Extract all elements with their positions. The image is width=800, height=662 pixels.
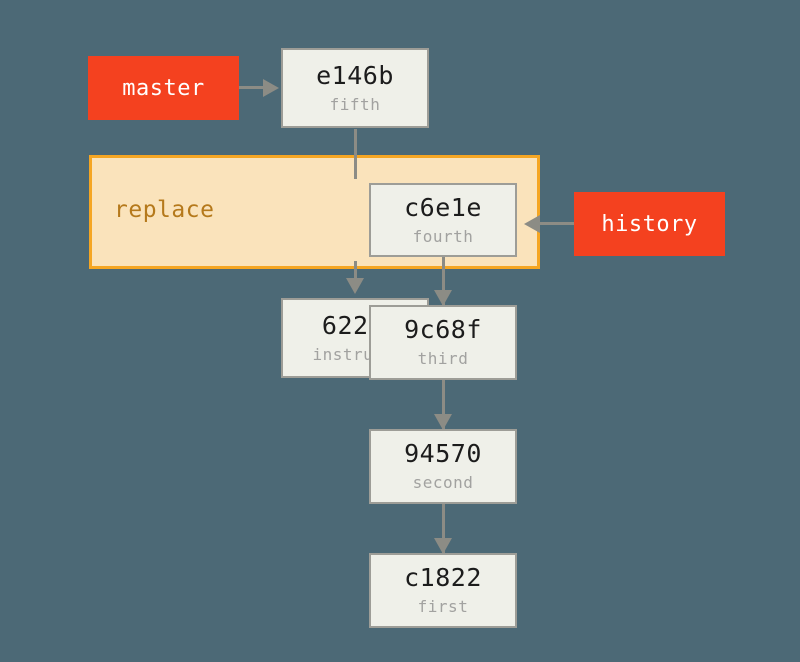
connector-e146b-to-81a7 xyxy=(354,129,357,179)
connector-c6e1e-to-9c68f xyxy=(442,256,445,308)
connector-81a7-to-622e xyxy=(354,261,357,289)
connector-9c68f-to-94570 xyxy=(442,380,445,430)
commit-message-94570: second xyxy=(412,473,474,493)
commit-sha-e146b: e146b xyxy=(316,60,394,90)
commit-sha-9c68f: 9c68f xyxy=(404,315,482,345)
commit-sha-94570: 94570 xyxy=(404,439,482,469)
arrowhead-history-to-replace xyxy=(524,215,540,233)
arrowhead-94570-to-c1822 xyxy=(434,538,452,554)
commit-message-c6e1e: fourth xyxy=(412,226,474,246)
connector-history-to-replace xyxy=(540,222,574,225)
arrowhead-9c68f-to-94570 xyxy=(434,414,452,430)
replace-group-label: replace xyxy=(114,197,215,223)
commit-message-9c68f: third xyxy=(417,349,469,369)
commit-node-c1822[interactable]: c1822 first xyxy=(369,553,517,628)
commit-message-e146b: fifth xyxy=(329,94,381,114)
arrowhead-c6e1e-to-9c68f xyxy=(434,290,452,306)
history-ref-box[interactable]: history xyxy=(574,192,725,256)
master-ref-label: master xyxy=(122,75,205,101)
commit-node-9c68f[interactable]: 9c68f third xyxy=(369,305,517,380)
commit-sha-c6e1e: c6e1e xyxy=(404,192,482,222)
commit-message-c1822: first xyxy=(417,597,469,617)
history-ref-label: history xyxy=(601,211,698,237)
arrowhead-master-to-e146b xyxy=(263,79,279,97)
arrowhead-81a7-to-622e xyxy=(346,278,364,294)
master-ref-box[interactable]: master xyxy=(88,56,239,120)
commit-node-e146b[interactable]: e146b fifth xyxy=(281,48,429,128)
connector-master-to-e146b xyxy=(239,86,273,89)
commit-node-c6e1e[interactable]: c6e1e fourth xyxy=(369,183,517,257)
commit-node-94570[interactable]: 94570 second xyxy=(369,429,517,504)
commit-sha-c1822: c1822 xyxy=(404,563,482,593)
connector-94570-to-c1822 xyxy=(442,504,445,554)
